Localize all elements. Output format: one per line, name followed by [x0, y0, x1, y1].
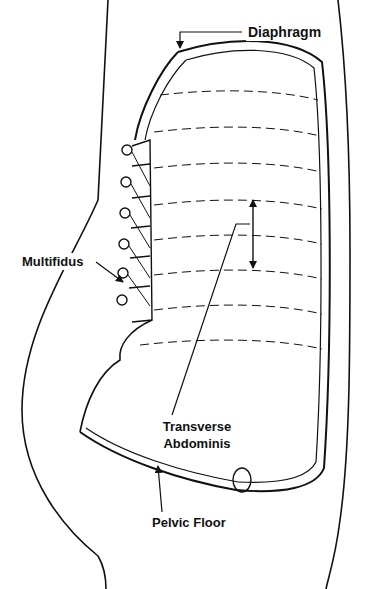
- pubic-bone: [233, 468, 251, 492]
- part-label: Multifidus: [20, 253, 85, 270]
- transverse-abdominis-fibres: [140, 91, 322, 349]
- diaphragm-edge-inner: [145, 60, 186, 140]
- leader-line: [172, 224, 250, 415]
- multifidus-fibres: [128, 152, 150, 306]
- part-label: Pelvic Floor: [150, 514, 228, 531]
- part-label: Diaphragm: [246, 24, 323, 41]
- spine: [117, 140, 152, 322]
- sacrum: [80, 320, 152, 432]
- leader-line: [180, 32, 242, 48]
- leader-line: [96, 262, 123, 282]
- diaphragm-edge: [135, 52, 178, 140]
- leader-line: [158, 466, 162, 512]
- contraction-arrow: [252, 200, 253, 215]
- back-contour: [22, 0, 108, 589]
- part-label: Transverse Abdominis: [150, 418, 244, 452]
- contraction-arrow: [252, 215, 253, 268]
